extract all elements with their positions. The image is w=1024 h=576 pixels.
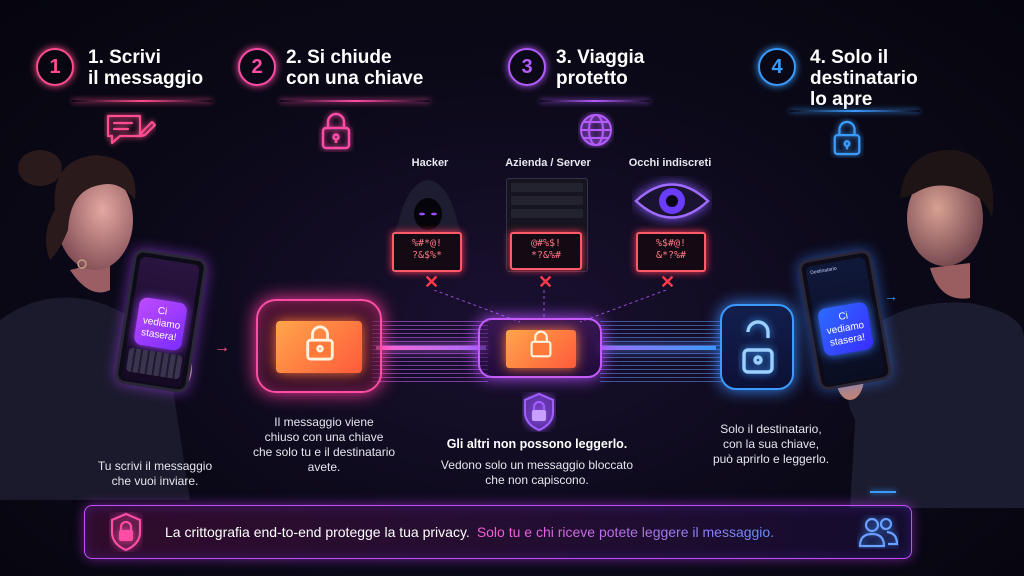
server-screen-line1: @#%$! (530, 238, 562, 249)
step-4-title-line1: 4. Solo il (810, 47, 889, 68)
envelope-lock-icon-middle (530, 330, 552, 358)
eyes-screen-line1: %$#@! (655, 238, 687, 249)
caption-middle-title: Gli altri non possono leggerlo. (446, 437, 628, 451)
step-4-title-line2: destinatario (810, 68, 918, 89)
eyes-screen-line2: &*?%# (655, 250, 687, 261)
step-1-title-line1: 1. Scrivi (88, 47, 161, 68)
privacy-banner: La crittografia end-to-end protegge la t… (84, 505, 912, 559)
step-2-number: 2 (238, 48, 276, 86)
caption-receiver: Solo il destinatario, con la sua chiave,… (696, 422, 846, 467)
envelope-lock-icon-left (306, 325, 334, 361)
globe-icon (580, 114, 612, 146)
step-3-title-line2: protetto (556, 68, 628, 89)
sender-message-bubble: Ci vediamo stasera! (133, 296, 188, 352)
caption-lock-line4: avete. (307, 460, 341, 474)
receiver-message-bubble: Ci vediamo stasera! (816, 301, 875, 358)
step-3-title-line1: 3. Viaggia (556, 47, 645, 68)
step-1-number: 1 (36, 48, 74, 86)
step-1-underline (72, 100, 212, 102)
caption-receiver-line3: può aprirlo e leggerlo. (712, 452, 830, 466)
hacker-screen-line2: ?&$%* (411, 250, 443, 261)
receiver-arrow: → (884, 288, 898, 304)
step-4-underline (790, 110, 920, 112)
step-1-title-line2: il messaggio (88, 68, 204, 89)
caption-middle: Vedono solo un messaggio bloccato che no… (428, 458, 646, 488)
hacker-screen-line1: %#*@! (411, 238, 443, 249)
shield-lock-icon (523, 392, 555, 432)
step-4-title: 4. Solo il destinatario lo apre (810, 47, 950, 110)
caption-receiver-line2: con la sua chiave, (722, 437, 820, 451)
step-1-title: 1. Scrivi il messaggio (88, 47, 238, 89)
unlock-capsule-right (720, 304, 794, 390)
shield-lock-icon-banner (110, 512, 142, 552)
banner-text-secondary: Solo tu e chi riceve potete leggere il m… (476, 524, 775, 540)
caption-lock-line3: che solo tu e il destinatario (252, 445, 396, 459)
encrypted-envelope-capsule-left (256, 299, 382, 393)
step-4-number: 4 (758, 48, 796, 86)
lock-icon-step2 (321, 112, 351, 150)
step-2-underline (280, 100, 430, 102)
step-4-title-line3: lo apre (810, 89, 873, 110)
caption-sender: Tu scrivi il messaggio che vuoi inviare. (80, 459, 230, 489)
observer-label-hacker: Hacker (411, 157, 449, 169)
step-3-number: 3 (508, 48, 546, 86)
caption-middle-line1: Vedono solo un messaggio bloccato (440, 458, 634, 472)
step-2-title-line1: 2. Si chiude (286, 47, 392, 68)
data-stream-center-right (600, 346, 716, 350)
step-2-title: 2. Si chiude con una chiave (286, 47, 446, 89)
observer-label-server: Azienda / Server (505, 157, 591, 169)
blocked-x-icon-server: ✕ (538, 272, 554, 292)
receiver-person (836, 149, 1024, 508)
chat-edit-icon (106, 114, 156, 145)
bottom-bar-arrow (870, 491, 896, 493)
caption-receiver-line1: Solo il destinatario, (720, 422, 822, 436)
step-3-title: 3. Viaggia protetto (556, 47, 676, 89)
data-stream-left (372, 318, 488, 382)
server-screen: @#%$! *?&%# (510, 232, 582, 270)
observer-dashed-lines (433, 290, 667, 323)
banner-text-primary: La crittografia end-to-end protegge la t… (165, 524, 470, 540)
server-screen-line2: *?&%# (530, 250, 562, 261)
data-stream-right (600, 318, 722, 382)
caption-middle-line2: che non capiscono. (485, 473, 589, 487)
step-3-underline (540, 100, 650, 102)
caption-sender-line2: che vuoi inviare. (111, 474, 199, 488)
users-icon (858, 517, 899, 548)
flow-arrow-1: → (214, 339, 230, 356)
step-2-title-line2: con una chiave (286, 68, 424, 89)
observer-label-eyes: Occhi indiscreti (628, 157, 712, 169)
caption-lock-line1: Il messaggio viene (274, 415, 374, 429)
blocked-x-icon-hacker: ✕ (424, 272, 440, 292)
caption-lock-line2: chiuso con una chiave (264, 430, 384, 444)
caption-sender-line1: Tu scrivi il messaggio (97, 459, 213, 473)
hacker-laptop-screen: %#*@! ?&$%* (392, 232, 462, 272)
eyes-laptop-screen: %$#@! &*?%# (636, 232, 706, 272)
eye-icon (634, 183, 710, 219)
encrypted-envelope-capsule-middle (478, 318, 602, 378)
blocked-x-icon-eyes: ✕ (660, 272, 676, 292)
caption-lock: Il messaggio viene chiuso con una chiave… (236, 415, 412, 475)
unlocked-lock-icon (742, 320, 774, 374)
lock-icon-step4 (833, 120, 861, 156)
data-stream-center (376, 346, 486, 350)
